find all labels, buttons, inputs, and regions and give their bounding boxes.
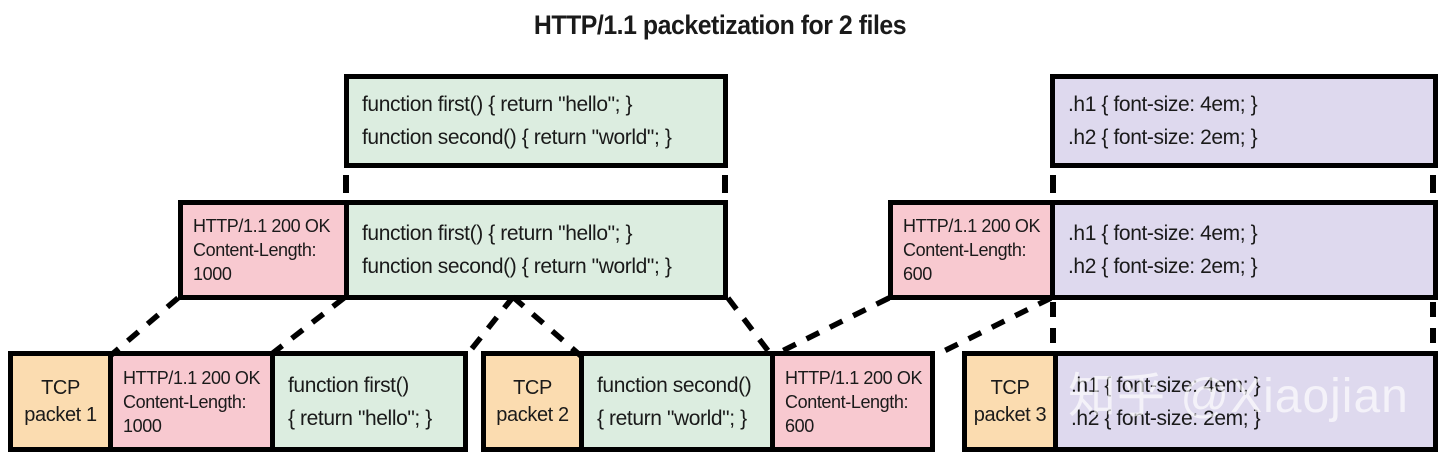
css-file-box: .h1 { font-size: 4em; } .h2 { font-size:… [1050,74,1438,168]
header-line: Content-Length: [785,391,909,412]
css-file-line: .h1 { font-size: 4em; } [1068,93,1258,116]
connector-r1-header-start [108,295,180,359]
packet-2-header: HTTP/1.1 200 OK Content-Length: 600 [770,356,930,447]
tcp-label-line: TCP [513,376,552,399]
body-line: function second() { return "world"; } [362,255,672,278]
response-1-body: function first() { return "hello"; } fun… [344,205,723,295]
js-file-line: function second() { return "world"; } [362,126,672,149]
header-line: Content-Length: [123,391,247,412]
diagram-title: HTTP/1.1 packetization for 2 files [533,10,907,40]
packet-3-body: .h1 { font-size: 4em; } .h2 { font-size:… [1053,356,1433,447]
packet-3-tcp-label: TCP packet 3 [967,356,1053,447]
packet-number-label: packet 2 [496,403,569,426]
http-response-2-box: HTTP/1.1 200 OK Content-Length: 600 .h1 … [888,200,1438,300]
header-line: 1000 [123,415,162,436]
js-file-line: function first() { return "hello"; } [362,93,633,116]
body-line: function first() [288,373,409,397]
connector-r1-body-start [267,295,346,359]
connector-r1-body-end [725,296,775,358]
header-line: HTTP/1.1 200 OK [193,216,331,236]
tcp-packet-1-box: TCP packet 1 HTTP/1.1 200 OK Content-Len… [8,351,468,452]
tcp-label-line: TCP [990,376,1030,399]
header-line: 600 [785,415,814,436]
packet-1-header: HTTP/1.1 200 OK Content-Length: 1000 [108,356,270,447]
body-line: { return "world"; } [597,406,747,430]
connector-r2-header-end [936,295,1053,357]
response-2-header: HTTP/1.1 200 OK Content-Length: 600 [893,205,1050,295]
http-response-1-box: HTTP/1.1 200 OK Content-Length: 1000 fun… [178,200,728,300]
js-file-box: function first() { return "hello"; } fun… [344,74,728,168]
header-line: 600 [903,264,932,284]
connector-r1-split-right [511,294,583,359]
response-1-header: HTTP/1.1 200 OK Content-Length: 1000 [183,205,344,295]
body-line: .h2 { font-size: 2em; } [1071,406,1261,430]
header-line: HTTP/1.1 200 OK [903,216,1041,236]
packet-2-body: function second() { return "world"; } [579,356,770,447]
body-line: function first() { return "hello"; } [362,222,633,245]
response-2-body: .h1 { font-size: 4em; } .h2 { font-size:… [1050,205,1433,295]
packet-number-label: packet 3 [973,403,1047,426]
connector-r1-split-left [463,295,516,358]
packet-1-body: function first() { return "hello"; } [270,356,463,447]
body-line: .h2 { font-size: 2em; } [1068,255,1258,278]
body-line: .h1 { font-size: 4em; } [1071,373,1261,397]
body-line: function second() [597,373,752,397]
watermark-text: 知乎 @Xiaojian [1068,370,1409,423]
connector-r2-header-start [770,295,891,359]
header-line: Content-Length: [903,240,1027,260]
body-line: .h1 { font-size: 4em; } [1068,222,1258,245]
packet-number-label: packet 1 [24,403,97,426]
header-line: 1000 [193,264,232,284]
css-file-line: .h2 { font-size: 2em; } [1068,126,1258,149]
header-line: Content-Length: [193,240,317,260]
tcp-packet-3-box: TCP packet 3 .h1 { font-size: 4em; } .h2… [962,351,1438,452]
header-line: HTTP/1.1 200 OK [785,367,923,388]
packet-1-tcp-label: TCP packet 1 [13,356,108,447]
tcp-label-line: TCP [41,376,80,399]
tcp-packet-2-box: TCP packet 2 function second() { return … [481,351,935,452]
header-line: HTTP/1.1 200 OK [123,367,261,388]
body-line: { return "hello"; } [288,406,432,430]
packet-2-tcp-label: TCP packet 2 [486,356,579,447]
